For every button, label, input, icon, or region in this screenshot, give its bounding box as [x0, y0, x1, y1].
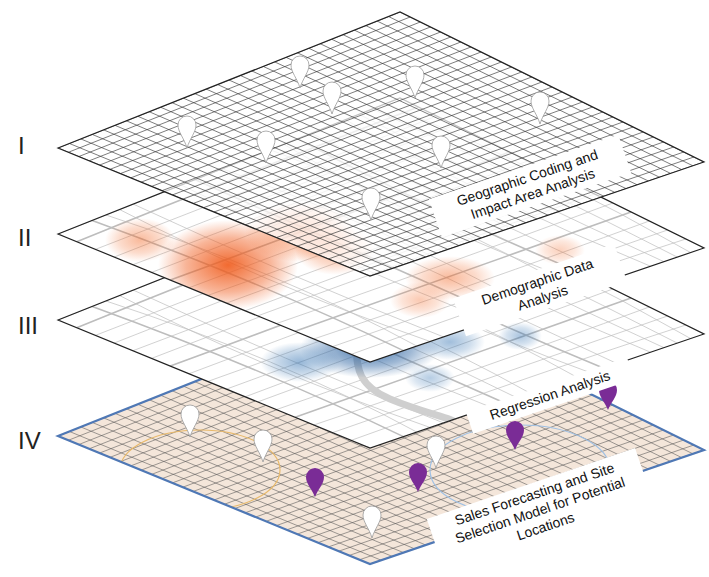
layer-number: IV: [18, 429, 41, 453]
location-pin: [181, 405, 199, 437]
grid-line: [377, 21, 682, 170]
grid-line: [297, 127, 633, 246]
location-pin: [432, 136, 450, 168]
layer-number: II: [18, 226, 31, 250]
location-pin: [427, 436, 445, 468]
location-pin: [178, 116, 196, 148]
plane-border: [58, 12, 704, 276]
density-blob: [260, 342, 340, 382]
candidate-pin: [409, 463, 427, 492]
location-pin: [291, 56, 309, 88]
location-pin: [363, 506, 381, 538]
candidate-pin: [306, 468, 324, 497]
density-blob: [498, 322, 542, 350]
density-blob: [105, 218, 175, 262]
plane-content: [58, 12, 704, 276]
layer-number: III: [18, 314, 38, 338]
candidate-pin: [506, 421, 524, 450]
location-pin: [531, 92, 549, 124]
impact-ring: [120, 430, 280, 510]
grid-line: [308, 132, 644, 250]
grid-line: [366, 26, 671, 174]
location-pin: [362, 188, 380, 220]
layer-number: I: [18, 134, 25, 158]
location-pin: [257, 131, 275, 163]
location-pin: [323, 82, 341, 114]
location-pin: [406, 66, 424, 98]
density-blob: [390, 282, 450, 318]
density-blob: [405, 364, 455, 392]
location-pin: [254, 430, 272, 462]
plane-fill: [58, 12, 704, 276]
map-layer: Geographic Coding and Impact Area Analys…: [56, 0, 706, 278]
